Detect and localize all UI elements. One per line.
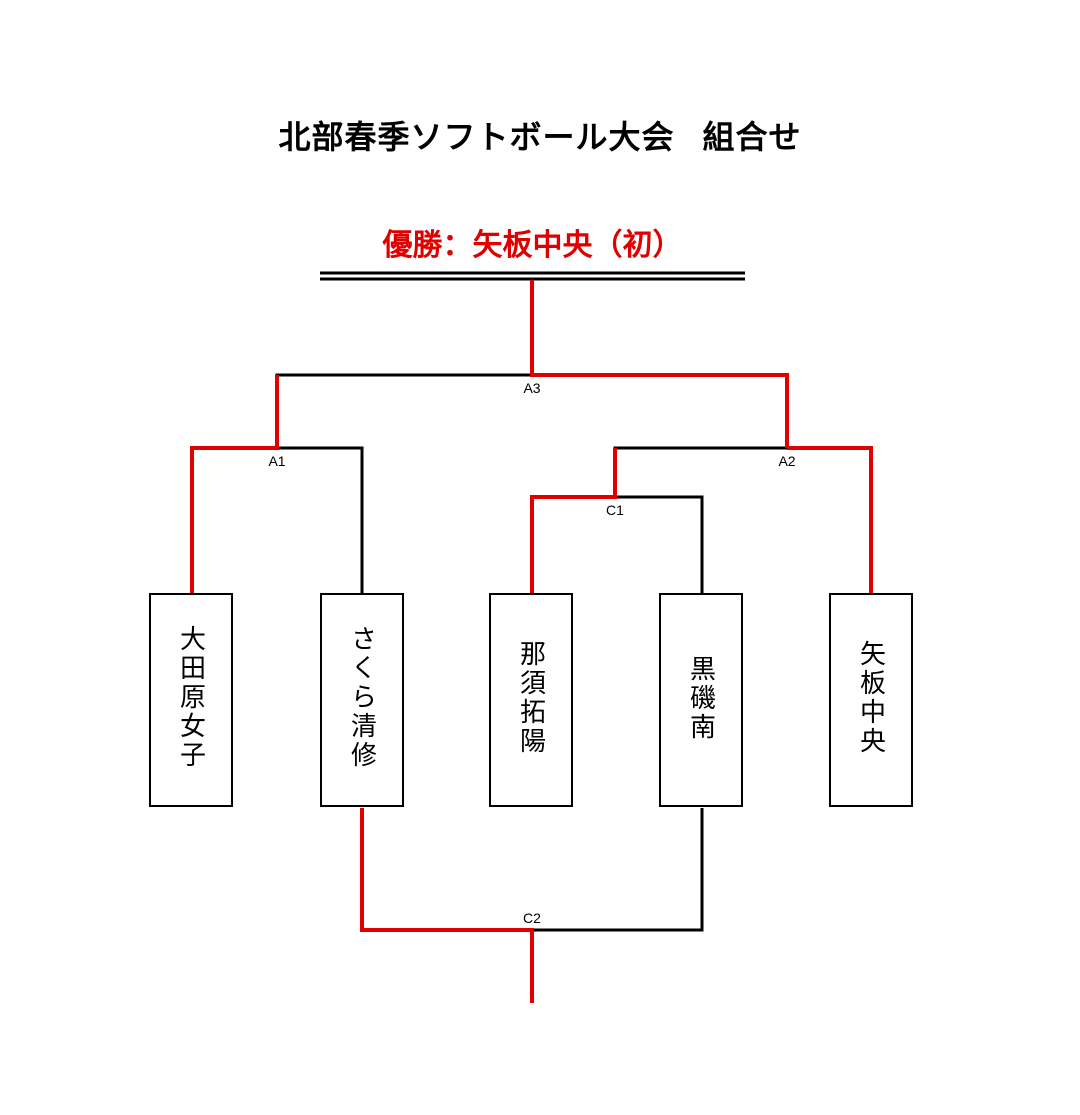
c2-winner-line xyxy=(360,808,534,1003)
a1-winner-line xyxy=(190,375,279,593)
team-box: 那須拓陽 xyxy=(489,593,573,807)
bracket-label: 組合せ xyxy=(702,118,802,156)
team-name: 大田原女子 xyxy=(175,625,206,770)
team-name: 那須拓陽 xyxy=(515,640,546,756)
team-box: さくら清修 xyxy=(320,593,404,807)
team-name: 黒磯南 xyxy=(685,655,716,742)
a3-left-line xyxy=(275,373,532,448)
final-winner-line xyxy=(530,280,789,448)
page-title: 北部春季ソフトボール大会組合せ xyxy=(0,112,1080,158)
match-label-c1: C1 xyxy=(606,502,624,518)
tournament-name: 北部春季ソフトボール大会 xyxy=(278,118,675,156)
c1-right-line xyxy=(615,495,704,593)
team-name: さくら清修 xyxy=(346,625,377,770)
a2-left-line xyxy=(613,446,787,497)
team-box: 大田原女子 xyxy=(149,593,233,807)
c2-right-line xyxy=(532,808,704,932)
team-name: 矢板中央 xyxy=(855,640,886,756)
match-label-a2: A2 xyxy=(778,453,796,469)
a2-winner-line xyxy=(787,446,873,593)
team-box: 黒磯南 xyxy=(659,593,743,807)
champion-text: 優勝：矢板中央（初） xyxy=(382,228,683,263)
match-label-c2: C2 xyxy=(523,910,541,926)
a1-right-line xyxy=(277,446,364,593)
team-box: 矢板中央 xyxy=(829,593,913,807)
c1-winner-line xyxy=(530,448,617,593)
match-label-a3: A3 xyxy=(523,380,541,396)
match-label-a1: A1 xyxy=(268,453,286,469)
